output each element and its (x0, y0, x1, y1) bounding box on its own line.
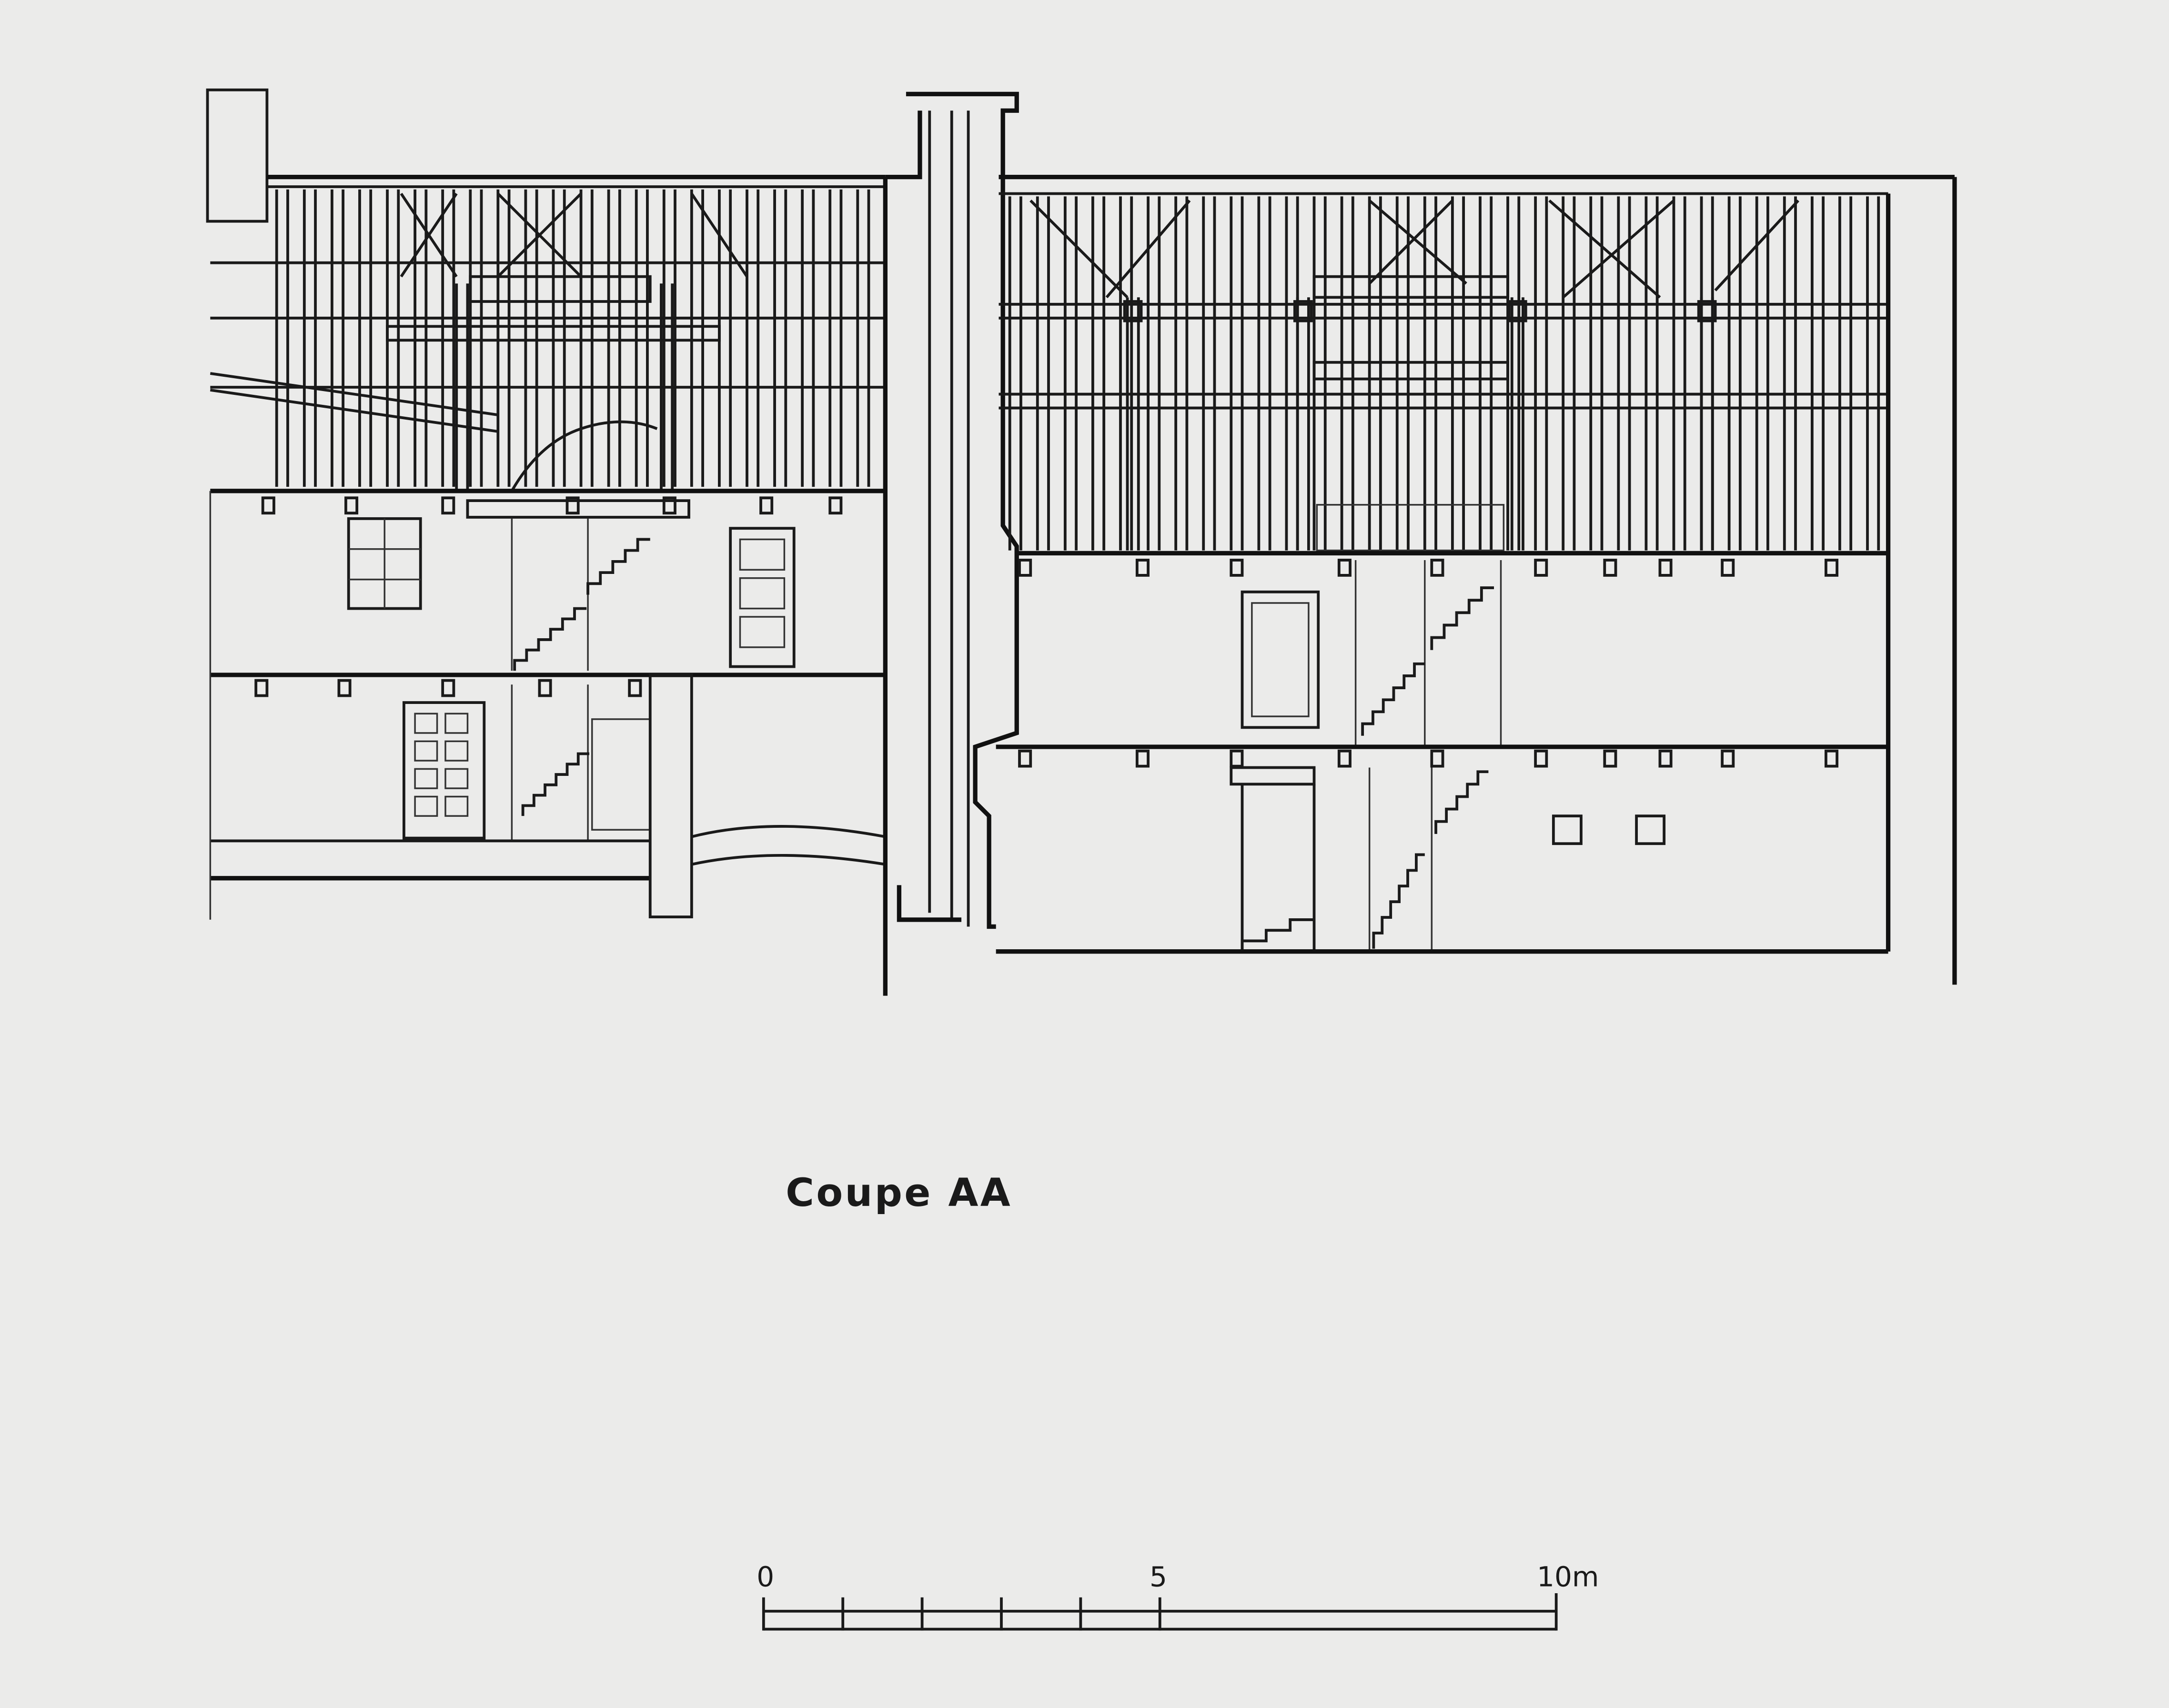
staircase (1241, 918, 1314, 952)
post-bracket (1697, 300, 1717, 322)
vent-opening (1552, 814, 1583, 845)
right-building-section (996, 175, 1957, 985)
joist-end (1430, 749, 1444, 768)
left-chimney-stub (206, 88, 269, 223)
sloping-beam (210, 372, 498, 433)
tie-beam (386, 325, 721, 342)
door-pane (414, 768, 438, 789)
door-pane (444, 768, 469, 789)
attic-partition (1316, 504, 1505, 552)
door (729, 527, 796, 668)
tie-beam (469, 275, 652, 303)
joist-end (1337, 559, 1352, 577)
joist-end (1658, 749, 1673, 768)
joist-end (1430, 559, 1444, 577)
joist-end (1603, 749, 1617, 768)
post-bracket (1123, 300, 1143, 322)
drawing-rect (739, 538, 786, 571)
door-pane (444, 713, 469, 734)
joist-end (1230, 749, 1244, 768)
staircase (586, 538, 650, 595)
rubble-outline (510, 420, 658, 492)
scale-label-10m: 10m (1537, 1560, 1599, 1593)
staircase (1372, 853, 1425, 949)
staircase (1430, 586, 1494, 650)
chimney-base (885, 111, 962, 922)
scale-label-5: 5 (1150, 1560, 1167, 1593)
joist-end (1721, 749, 1735, 768)
joist-end (828, 496, 843, 515)
joist-end (565, 496, 580, 515)
staircase (1434, 770, 1489, 834)
drawing-title: Coupe AA (786, 1171, 1012, 1216)
drawing-rect (1251, 602, 1310, 717)
door-pane (414, 740, 438, 762)
tie-beam (1312, 361, 1509, 381)
joist-end (1824, 749, 1839, 768)
joist-end (1018, 749, 1032, 768)
joist-end (344, 496, 359, 515)
drawing-rect (739, 577, 786, 610)
joist-end (441, 679, 455, 697)
staircase (1361, 662, 1425, 736)
joist-end (1534, 559, 1548, 577)
staircase (513, 607, 587, 671)
joist-end (538, 679, 552, 697)
joist-end (337, 679, 352, 697)
door-pane (414, 795, 438, 817)
door-pane (444, 795, 469, 817)
door-pane (444, 740, 469, 762)
joist-end (254, 679, 269, 697)
glazed-door (402, 701, 486, 840)
drawing-rect (739, 616, 786, 648)
joist-end (1135, 559, 1150, 577)
joist-end (441, 496, 455, 515)
joist-end (1658, 559, 1673, 577)
post-bracket (1293, 300, 1313, 322)
joist-end (759, 496, 774, 515)
central-chimney (885, 91, 1019, 929)
joist-end (1603, 559, 1617, 577)
joist-end (662, 496, 676, 515)
joist-end (1230, 559, 1244, 577)
landing-beam (466, 499, 690, 519)
vault-arch (691, 825, 886, 866)
joist-end (628, 679, 642, 697)
scale-bar: 0 5 10m (757, 1560, 1599, 1631)
cross-brace (400, 192, 748, 278)
post-bracket (1508, 300, 1527, 322)
joist-end (1721, 559, 1735, 577)
joist-end (1534, 749, 1548, 768)
lintel (1230, 766, 1316, 786)
left-building-section (206, 88, 888, 996)
chimney-outline (906, 91, 1019, 929)
scale-label-0: 0 (757, 1560, 774, 1593)
joist-end (1824, 559, 1839, 577)
cross-brace (1029, 199, 1799, 299)
joist-end (261, 496, 275, 515)
tie-beam (1312, 275, 1509, 299)
joist-end (1337, 749, 1352, 768)
joist-end (1135, 749, 1150, 768)
vent-opening (1635, 814, 1666, 845)
door (1241, 590, 1320, 729)
staircase (521, 752, 589, 816)
joist-end (1018, 559, 1032, 577)
pillar (648, 673, 693, 919)
door-pane (414, 713, 438, 734)
wall-blocks (591, 718, 651, 831)
